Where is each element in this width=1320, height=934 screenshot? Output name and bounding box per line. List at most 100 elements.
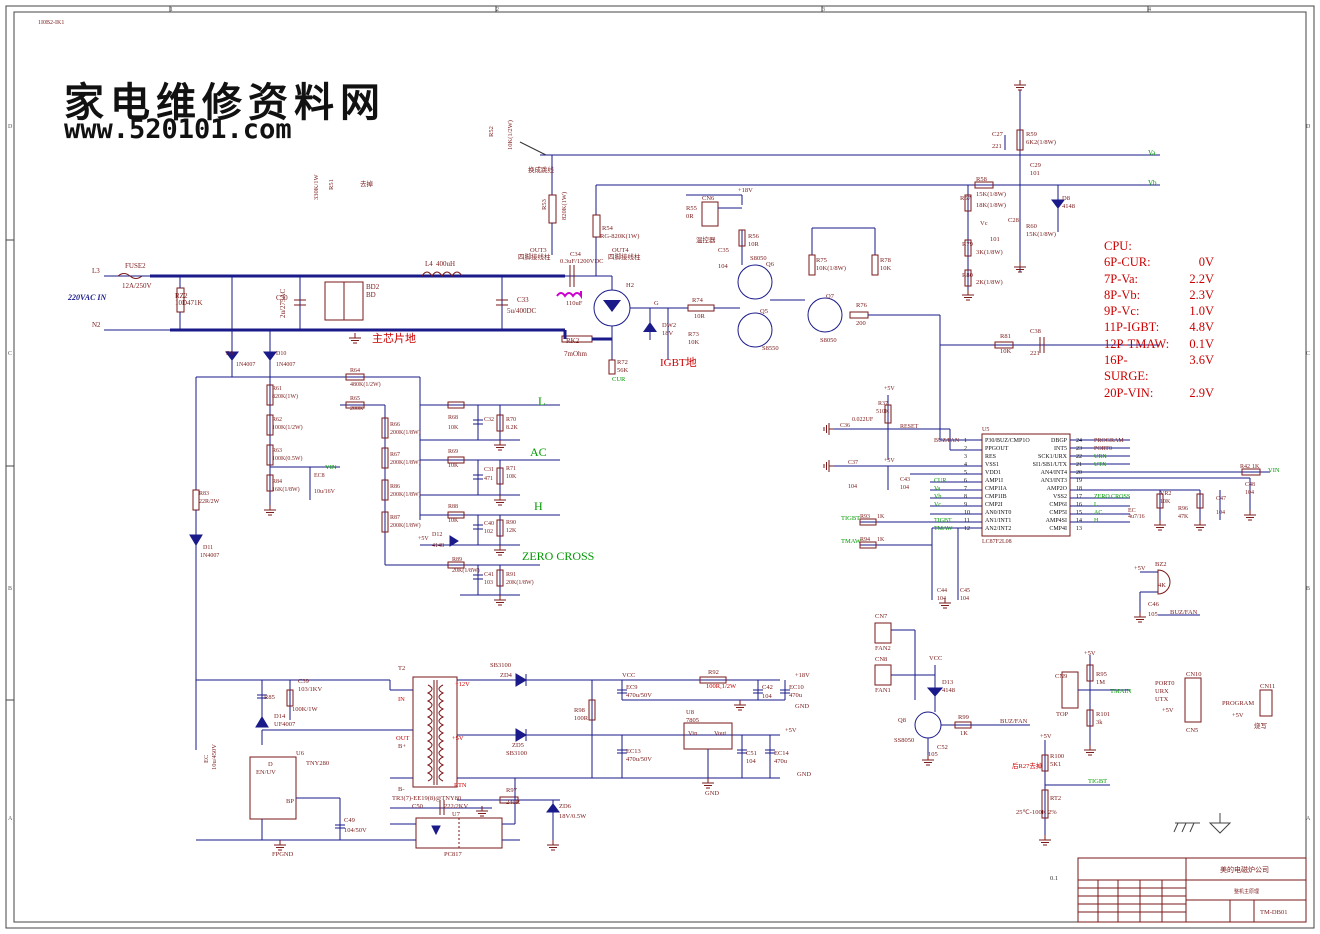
grid-letter: C xyxy=(1306,351,1310,357)
mcu-pin-name: AMP4SI xyxy=(1046,518,1067,524)
driver xyxy=(686,194,941,440)
ground-label: GND xyxy=(795,703,809,710)
resistor-value: 200K(1/8W) xyxy=(390,459,421,466)
pot-value: 10K xyxy=(1160,499,1171,505)
diode-value: 1N4007 xyxy=(276,362,295,368)
resistor-value: 100R,1/2W xyxy=(706,683,737,690)
cap-value: 104/50V xyxy=(344,827,367,834)
resistor-ref: R96 xyxy=(1178,506,1188,512)
resistor-ref: R62 xyxy=(272,417,282,423)
resistor-ref: R100 xyxy=(1050,753,1064,760)
connector-ref: CN7 xyxy=(875,613,888,620)
supply-label: +18V xyxy=(738,187,753,194)
ic-pin: D xyxy=(268,761,273,768)
ground-symbol xyxy=(823,459,835,473)
resistor-value: 47K xyxy=(1178,514,1189,520)
transformer-pin-labels: IN OUT +12V +5V RTN 100R,1/2W xyxy=(396,681,737,789)
cpu-value: 2.9V xyxy=(1189,385,1214,400)
connector-ref: CN9 xyxy=(1055,673,1067,680)
cpu-reading-row: 12P-TMAW:0.1V xyxy=(1104,336,1214,352)
net-ac: AC xyxy=(530,445,547,459)
buzzer-value: 4K xyxy=(1158,582,1166,589)
mcu-pin-net: L xyxy=(1094,502,1098,508)
varistor-value: 10D471K xyxy=(175,299,203,307)
resistor-ref: R86 xyxy=(390,484,400,490)
pin-label: IN xyxy=(398,696,405,703)
terminal-n2: N2 xyxy=(92,321,101,329)
mcu-pin-number: 2 xyxy=(964,446,967,452)
coil-value: 110uF xyxy=(566,300,583,307)
resistor-value: 18K(1/8W) xyxy=(976,202,1006,209)
ground-symbol xyxy=(273,839,287,851)
diode-value: 1N4007 xyxy=(236,362,255,368)
ground-symbol xyxy=(1013,79,1027,91)
cap-ref: C27 xyxy=(992,131,1004,138)
inductor-value: 400uH xyxy=(436,260,455,268)
net-tmain: TMAIN xyxy=(1110,688,1132,695)
resistor-value: 3K(1/8W) xyxy=(976,249,1003,256)
diode-ref: ZD4 xyxy=(500,672,513,679)
cap-value: 10u/16V xyxy=(314,489,336,495)
supply-label: +5V xyxy=(1232,712,1244,719)
cap-value: 2u/275AC xyxy=(279,289,287,319)
transistor-ref: Q6 xyxy=(766,261,775,268)
supply-label: +5V xyxy=(785,727,797,734)
resistor-ref: R75 xyxy=(816,257,827,264)
resistor-value: 10R xyxy=(694,313,706,320)
resistor-value: 1K xyxy=(1252,464,1260,470)
resistor-value: 20K(1/8W) xyxy=(506,579,534,586)
pin-label: B- xyxy=(398,786,405,793)
cap-ref: EC xyxy=(1128,508,1136,514)
mcu-pin-name: VSS1 xyxy=(985,462,999,468)
mcu-pin-number: 9 xyxy=(964,502,967,508)
supply-label: +5V xyxy=(1084,650,1096,657)
mcu-pin-name: AMP1I xyxy=(985,478,1003,484)
thermistor-ref: RT2 xyxy=(1050,795,1061,802)
transistor-value: S8550 xyxy=(762,345,779,352)
resistor-ref: R61 xyxy=(272,386,282,392)
cap-value: 104 xyxy=(718,263,729,270)
ground-symbol xyxy=(493,439,507,451)
mcu-pin-name: INT5 xyxy=(1054,446,1067,452)
mcu xyxy=(830,395,1270,600)
transistor-value: S8050 xyxy=(750,255,767,262)
cap-value: 101 xyxy=(990,236,1000,243)
ground-symbol xyxy=(1243,509,1257,521)
resistor-ref: R76 xyxy=(856,302,868,309)
mcu-pin-number: 21 xyxy=(1076,462,1082,468)
cap-value: 221 xyxy=(992,143,1002,150)
resistor-value: 240R xyxy=(506,799,521,806)
cpu-reading-row: 9P-Vc:1.0V xyxy=(1104,303,1214,319)
mcu-pin-net: AC xyxy=(1094,510,1102,516)
sheet-frame xyxy=(5,5,1315,929)
resistor-ref: R90 xyxy=(506,520,516,526)
mcu-labels: U5 LC87F2L08 R37 510K +5V C36 0.022UF RE… xyxy=(840,386,1260,602)
resistor-ref: R52 xyxy=(488,126,495,137)
cpu-reading-row: 16P-SURGE:3.6V xyxy=(1104,352,1214,385)
psu-labels: T2 C39 103/1KV R85 100K/1W D14 UF4007 EC… xyxy=(203,662,811,858)
resistor-ref: R55 xyxy=(686,205,697,212)
ground-symbol xyxy=(701,777,715,789)
ground-symbol xyxy=(733,699,747,711)
resistor-value: 20K(1/8W) xyxy=(452,567,480,574)
doc-number: TM-DB01 xyxy=(1260,909,1287,916)
net-vin: VIN xyxy=(1268,467,1280,474)
resistor-value: 330K/1W xyxy=(313,174,320,201)
resistor-ref: R64 xyxy=(350,368,360,374)
resistor-value: 6K2(1/8W) xyxy=(1026,139,1056,146)
cap-value: 104 xyxy=(1245,490,1254,496)
supply-label: +5V xyxy=(884,458,895,464)
watermark-url: www.520101.com xyxy=(64,114,292,145)
ground-label: FPGND xyxy=(272,851,294,858)
mcu-pin-name: DBGP xyxy=(1051,438,1068,444)
transistor-ref: Q7 xyxy=(826,293,835,300)
net-tmaw: TMAW xyxy=(841,538,862,545)
connector-ref: CN8 xyxy=(875,656,887,663)
connector-ref: CN6 xyxy=(702,195,715,202)
connector-pin: PORT0 xyxy=(1155,680,1174,687)
power-supply xyxy=(196,673,790,849)
cap-ref: EC14 xyxy=(774,750,790,757)
mcu-pin-name: AMP2O xyxy=(1047,486,1068,492)
cap-ref: C48 xyxy=(1245,482,1255,488)
resistor-value: 5K1 xyxy=(1050,761,1061,768)
